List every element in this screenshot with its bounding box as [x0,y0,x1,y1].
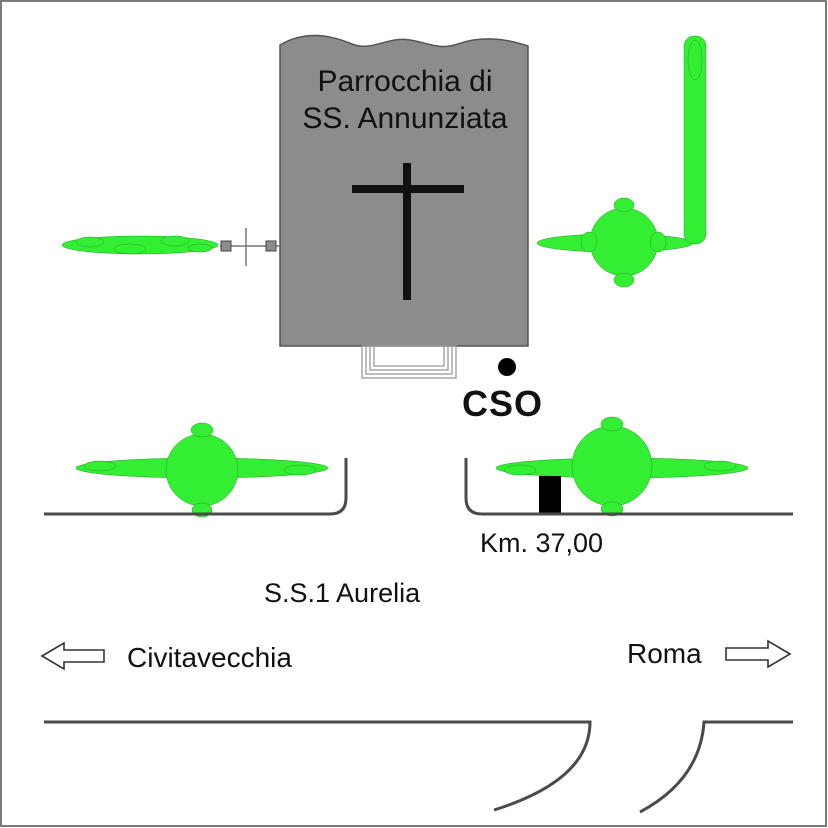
gate-icon [220,228,280,266]
entrance-steps [361,345,457,379]
road-edge-north-right [464,458,793,516]
kilometer-label: Km. 37,00 [480,528,604,558]
direction-east-label: Roma [627,638,702,669]
arrow-left-icon [40,641,105,671]
road-edge-south-left [44,720,592,812]
road-name-label: S.S.1 Aurelia [264,578,421,608]
hedge-right-top [536,35,707,288]
direction-west-label: Civitavecchia [127,642,292,673]
hedge-left-bottom [75,422,329,518]
hedge-right-bottom [495,416,749,517]
kilometer-marker-post [539,476,561,514]
arrow-right-icon [725,639,792,669]
road-edge-north-left [44,458,348,516]
road-edge-south-right [639,720,793,814]
church-name: Parrocchia di SS. Annunziata [280,63,530,137]
church-name-line2: SS. Annunziata [302,102,508,135]
station-dot [498,358,516,376]
cross-icon [352,163,464,300]
hedge-left-top [61,235,219,255]
church-name-line1: Parrocchia di [317,65,493,98]
station-label: CSO [462,383,544,424]
